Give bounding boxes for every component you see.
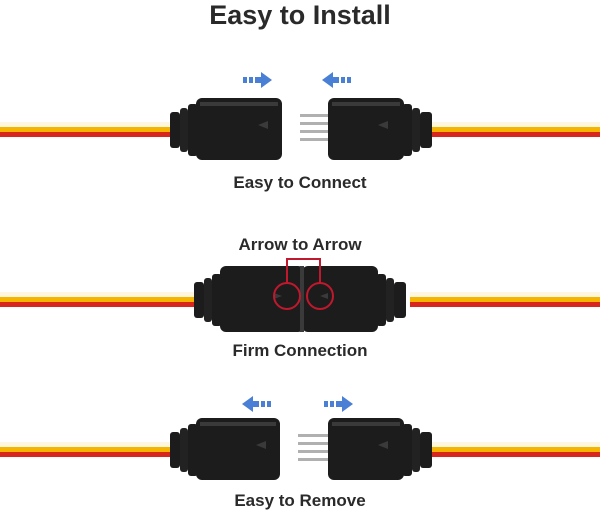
caption-easy-to-remove: Easy to Remove [234, 491, 366, 510]
female-connector-left [170, 98, 282, 160]
arrow-right-icon [243, 72, 272, 88]
arrow-right-icon [324, 396, 353, 412]
mated-connector [194, 266, 406, 332]
row-firm [0, 258, 600, 332]
pins [298, 434, 330, 461]
arrow-alignment-marker [273, 258, 334, 310]
left-wire [0, 292, 200, 307]
right-wire [430, 442, 600, 457]
arrow-left-icon [242, 396, 271, 412]
pins [300, 114, 330, 141]
caption-firm-connection: Firm Connection [232, 341, 368, 360]
male-connector-right [300, 98, 432, 160]
caption-easy-to-connect: Easy to Connect [233, 173, 367, 192]
caption-arrow-to-arrow: Arrow to Arrow [238, 235, 362, 254]
right-wire [430, 122, 600, 137]
left-wire [0, 442, 180, 457]
page-title: Easy to Install [209, 0, 391, 30]
right-wire [410, 292, 600, 307]
male-connector-right [298, 418, 432, 480]
row-remove [0, 396, 600, 480]
female-connector-left [170, 418, 280, 480]
row-connect [0, 72, 600, 160]
left-wire [0, 122, 180, 137]
arrow-left-icon [322, 72, 351, 88]
